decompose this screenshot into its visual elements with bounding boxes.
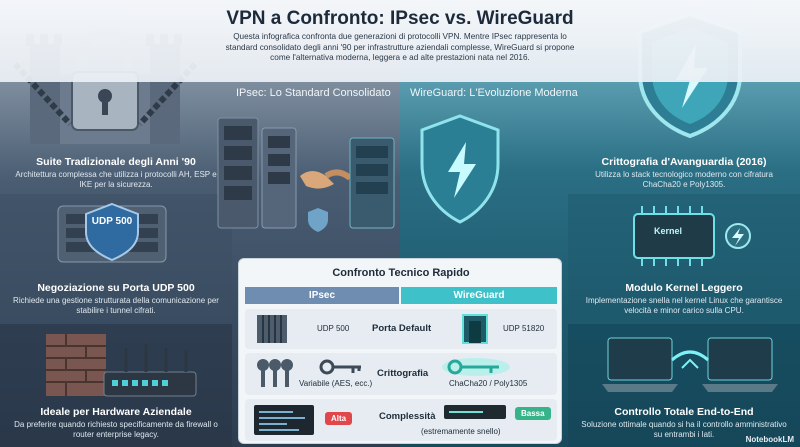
intro-text: Questa infografica confronta due generaz…: [225, 32, 575, 62]
port-wireguard-value: UDP 51820: [503, 324, 545, 333]
comparison-row-complexity: Alta Complessità Bassa (estremamente sne…: [245, 399, 557, 441]
comparison-header-ipsec: IPsec: [245, 287, 399, 304]
kernel-chip-label: Kernel: [653, 226, 682, 236]
comparison-row-port: UDP 500 Porta Default UDP 51820: [245, 309, 557, 349]
glowing-key-icon: [442, 358, 510, 376]
ipsec-feature-2-desc: Richiede una gestione strutturata della …: [13, 296, 219, 315]
complexity-ipsec-badge: Alta: [325, 412, 353, 425]
page-title: VPN a Confronto: IPsec vs. WireGuard: [226, 8, 574, 29]
comparison-title: Confronto Tecnico Rapido: [332, 267, 470, 279]
complexity-row-label: Complessità: [379, 411, 436, 422]
central-shield-icon: [420, 114, 500, 224]
firewall-router-icon: [46, 334, 197, 397]
comparison-header-wireguard: WireGuard: [401, 287, 557, 304]
wireguard-feature-2-title: Modulo Kernel Leggero: [625, 282, 743, 294]
comparison-row-crypto: Variabile (AES, ecc.) Crittografia ChaCh…: [245, 353, 557, 395]
servers-handshake-icon: [217, 117, 395, 232]
wireguard-feature-1-title: Crittografia d'Avanguardia (2016): [601, 156, 767, 168]
udp-badge-text: UDP 500: [91, 216, 133, 227]
crypto-ipsec-value: Variabile (AES, ecc.): [299, 379, 373, 388]
wireguard-feature-1-desc: Utilizza lo stack tecnologico moderno co…: [595, 170, 773, 189]
ipsec-feature-1-title: Suite Tradizionale degli Anni '90: [36, 156, 196, 168]
port-row-label: Porta Default: [372, 323, 432, 334]
terminal-icon: [444, 405, 506, 419]
complexity-wireguard-note: (estremamente snello): [421, 427, 501, 436]
comparison-table: Confronto Tecnico Rapido IPsec WireGuard…: [238, 258, 562, 444]
ipsec-feature-2-title: Negoziazione su Porta UDP 500: [37, 282, 195, 294]
ipsec-feature-1-desc: Architettura complessa che utilizza i pr…: [15, 170, 217, 189]
wireguard-feature-2-desc: Implementazione snella nel kernel Linux …: [585, 296, 783, 315]
portal-icon: [462, 314, 488, 344]
brand-label: NotebookLM: [745, 435, 794, 444]
code-window-icon: [254, 405, 314, 435]
wireguard-feature-3-desc: Soluzione ottimale quando si ha il contr…: [581, 420, 787, 439]
gate-icon: [257, 315, 287, 343]
wireguard-feature-3-title: Controllo Totale End-to-End: [614, 406, 754, 418]
ipsec-feature-3-title: Ideale per Hardware Aziendale: [40, 406, 192, 418]
key-icon: [319, 359, 361, 375]
laptops-icon: [602, 337, 778, 392]
ipsec-feature-3-desc: Da preferire quando richiesto specificam…: [14, 420, 218, 439]
port-ipsec-value: UDP 500: [317, 324, 350, 333]
keys-icon: [257, 359, 293, 387]
header-band: [0, 0, 800, 82]
udp-server-icon: [57, 202, 167, 263]
crypto-row-label: Crittografia: [377, 368, 429, 379]
crypto-wireguard-value: ChaCha20 / Poly1305: [449, 379, 528, 388]
kernel-chip-icon: [633, 206, 751, 266]
wireguard-section-title: WireGuard: L'Evoluzione Moderna: [410, 87, 578, 99]
complexity-wireguard-badge: Bassa: [515, 407, 551, 420]
ipsec-section-title: IPsec: Lo Standard Consolidato: [236, 87, 391, 99]
